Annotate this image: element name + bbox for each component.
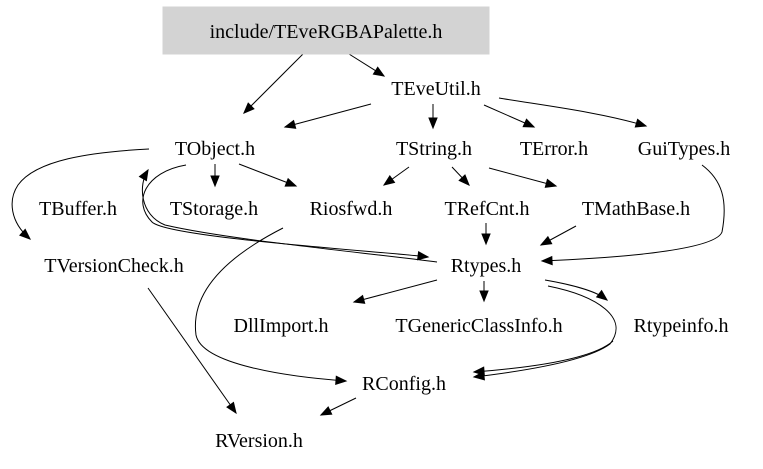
edge-teveutil-to-tstring-arrowhead <box>428 117 438 130</box>
edge-teveutil-to-tstring <box>428 104 438 130</box>
edge-root-to-teveutil-arrowhead <box>372 66 386 77</box>
edge-rconfig-to-rversion <box>319 397 357 416</box>
nodes-layer: include/TEveRGBAPalette.h TEveUtil.h TOb… <box>39 6 730 452</box>
edge-rtypes-to-tobject-line <box>141 169 438 263</box>
edge-guitypes-to-rtypes-arrowhead <box>540 255 553 266</box>
edge-rconfig-to-rversion-arrowhead <box>319 406 333 416</box>
node-tstring[interactable]: TString.h <box>396 138 472 160</box>
node-rtypeinfo[interactable]: Rtypeinfo.h <box>634 315 729 337</box>
edge-rtypes-to-dllimport-line <box>353 279 438 303</box>
edge-tobject-to-riosfwd <box>238 163 298 187</box>
edge-tobject-to-tstorage-arrowhead <box>210 175 220 188</box>
edge-tstring-to-tmathbase-arrowhead <box>544 178 558 188</box>
node-teveutil[interactable]: TEveUtil.h <box>391 78 480 100</box>
node-root[interactable]: include/TEveRGBAPalette.h <box>210 21 443 43</box>
node-rconfig[interactable]: RConfig.h <box>362 373 446 395</box>
edge-rtypes-to-dllimport <box>352 279 438 304</box>
edges-layer <box>11 53 725 416</box>
edge-tmathbase-to-rtypes-arrowhead <box>539 235 553 246</box>
edge-rtypes-to-dllimport-arrowhead <box>352 294 366 304</box>
node-rversion[interactable]: RVersion.h <box>215 430 303 452</box>
node-riosfwd[interactable]: Riosfwd.h <box>310 198 393 220</box>
node-trefcnt[interactable]: TRefCnt.h <box>445 198 530 220</box>
edge-tmathbase-to-rtypes <box>539 225 577 246</box>
edge-tobject-to-rtypes <box>142 164 430 261</box>
edge-tversioncheck-to-rversion <box>147 287 237 415</box>
edge-tobject-to-tversioncheck-arrowhead <box>19 228 32 240</box>
node-tmathbase[interactable]: TMathBase.h <box>582 198 690 220</box>
edge-trefcnt-to-rtypes-arrowhead <box>481 233 491 246</box>
edge-tstring-to-tmathbase <box>488 167 558 188</box>
edge-teveutil-to-guitypes <box>498 97 648 128</box>
edge-teveutil-to-tobject-line <box>284 103 372 128</box>
edge-root-to-tobject <box>243 53 304 114</box>
edge-tobject-to-rtypes-arrowhead <box>417 251 430 261</box>
edge-rtypes-to-rtypeinfo-arrowhead <box>595 289 609 301</box>
edge-riosfwd-to-rconfig <box>194 227 348 386</box>
edge-teveutil-to-guitypes-line <box>498 97 647 127</box>
edge-teveutil-to-terror <box>483 104 536 128</box>
edge-tstring-to-riosfwd <box>382 166 410 186</box>
edge-riosfwd-to-rconfig-arrowhead <box>335 375 348 386</box>
edge-rtypes-to-tgenericclassinfo-arrowhead <box>479 290 489 303</box>
edge-rtypes-to-tobject <box>138 168 438 263</box>
edge-rtypeinfo-to-rconfig-line <box>473 340 614 373</box>
edge-tstring-to-riosfwd-arrowhead <box>382 175 396 186</box>
edge-rtypeinfo-to-rconfig <box>472 340 614 376</box>
node-tbuffer[interactable]: TBuffer.h <box>39 198 117 220</box>
edge-rtypes-to-tgenericclassinfo <box>479 281 489 303</box>
node-tgenericclassinfo[interactable]: TGenericClassInfo.h <box>395 315 562 337</box>
edge-rtypes-to-tobject-arrowhead <box>138 168 149 182</box>
edge-guitypes-to-rtypes-line <box>541 164 725 262</box>
edge-tstring-to-trefcnt-arrowhead <box>458 174 470 186</box>
edge-rtypeinfo-to-rconfig-arrowhead <box>472 366 485 376</box>
edge-teveutil-to-guitypes-arrowhead <box>634 118 648 128</box>
edge-root-to-tobject-arrowhead <box>243 102 255 114</box>
edge-root-to-tobject-line <box>243 53 304 114</box>
node-guitypes[interactable]: GuiTypes.h <box>638 138 730 160</box>
edge-tversioncheck-to-rversion-line <box>147 287 237 414</box>
root-node-box[interactable] <box>162 6 490 55</box>
edge-trefcnt-to-rtypes <box>481 223 491 246</box>
edge-tstring-to-tmathbase-line <box>488 167 557 187</box>
edge-tstring-to-trefcnt <box>451 166 470 186</box>
edge-root-to-teveutil <box>348 53 386 77</box>
node-tstorage[interactable]: TStorage.h <box>170 198 258 220</box>
edge-tobject-to-tversioncheck-line <box>11 148 150 240</box>
edge-teveutil-to-terror-arrowhead <box>522 118 536 128</box>
node-dllimport[interactable]: DllImport.h <box>234 315 329 337</box>
edge-tobject-to-riosfwd-arrowhead <box>284 177 298 187</box>
edge-teveutil-to-tobject-arrowhead <box>283 119 297 129</box>
node-rtypes[interactable]: Rtypes.h <box>451 255 522 277</box>
edge-rtypes-to-rtypeinfo <box>544 279 609 301</box>
node-terror[interactable]: TError.h <box>520 138 588 160</box>
node-tobject[interactable]: TObject.h <box>175 138 255 160</box>
edge-tobject-to-rtypes-line <box>142 164 429 258</box>
edge-guitypes-to-rtypes <box>540 164 725 266</box>
node-tversioncheck[interactable]: TVersionCheck.h <box>44 255 183 277</box>
edge-tversioncheck-to-rversion-arrowhead <box>226 401 237 415</box>
edge-tobject-to-tversioncheck <box>11 148 150 240</box>
edge-riosfwd-to-rconfig-line <box>194 227 347 382</box>
edge-teveutil-to-tobject <box>283 103 372 129</box>
edge-tobject-to-tstorage <box>210 164 220 188</box>
